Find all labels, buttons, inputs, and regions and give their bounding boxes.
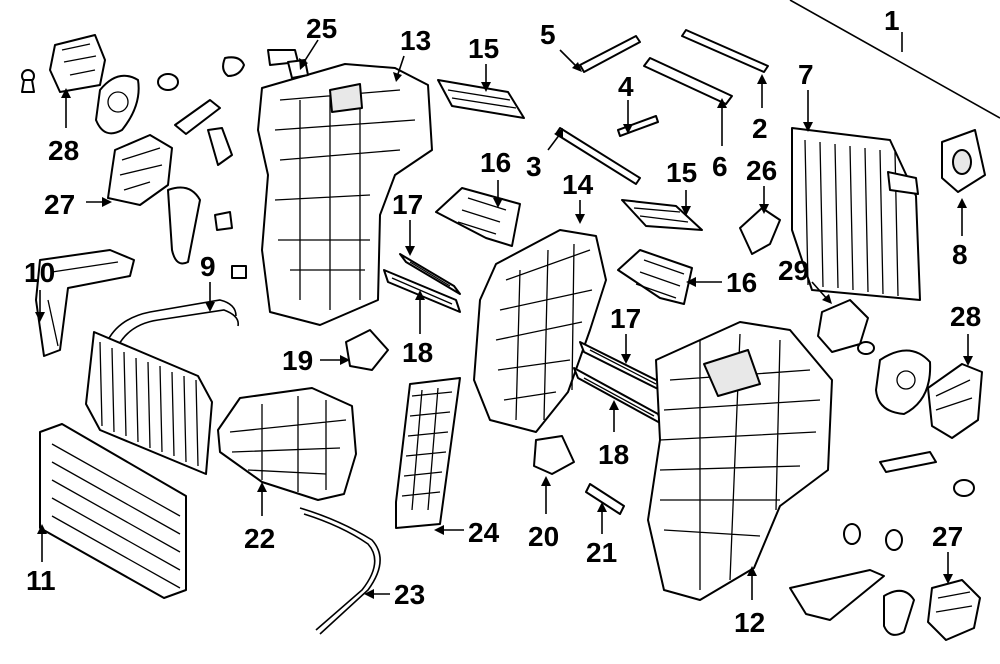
callout-22: 22: [244, 523, 275, 554]
callout-3: 3: [526, 151, 542, 182]
part-actuator-28-right: [857, 341, 983, 439]
callout-20: 20: [528, 521, 559, 552]
part-rods-seals: [555, 29, 769, 185]
callout-18-left: 18: [402, 337, 433, 368]
callout-6: 6: [712, 151, 728, 182]
callout-15-top: 15: [468, 33, 499, 64]
part-pipes-9: [107, 299, 240, 347]
part-drain-hose-23: [299, 507, 381, 635]
callout-28-right: 28: [950, 301, 981, 332]
part-doors-17-18-left: [383, 253, 461, 313]
callout-19: 19: [282, 345, 313, 376]
callout-2: 2: [752, 113, 768, 144]
callout-8: 8: [952, 239, 968, 270]
part-heater-core-11: [85, 331, 213, 475]
part-housing-12: [647, 321, 833, 601]
part-duct-24: [395, 377, 461, 529]
callout-13: 13: [400, 25, 431, 56]
part-actuator-28-left: [21, 34, 106, 93]
part-case-22: [217, 387, 357, 501]
callout-11: 11: [26, 565, 56, 596]
part-doors-17-18-right: [573, 341, 665, 425]
callout-17-right: 17: [610, 303, 641, 334]
assembly-boundary-line: [789, 0, 1000, 119]
part-bracket-26: [739, 207, 781, 255]
callout-23: 23: [394, 579, 425, 610]
part-door-15-top: [437, 79, 525, 119]
callout-10: 10: [24, 257, 55, 288]
callout-16-upper: 16: [480, 147, 511, 178]
callout-24: 24: [468, 517, 500, 548]
part-pipe-10: [35, 249, 135, 357]
callout-21: 21: [586, 537, 617, 568]
part-seal-8: [941, 129, 986, 193]
callout-25: 25: [306, 13, 337, 44]
part-housing-13: [257, 63, 433, 326]
part-shaft-21: [585, 483, 625, 515]
callout-15-right: 15: [666, 157, 697, 188]
callout-27-left: 27: [44, 189, 75, 220]
part-actuator-27-left: [107, 134, 173, 206]
leader-lines: [35, 32, 973, 600]
callout-7: 7: [798, 59, 814, 90]
callout-27-right: 27: [932, 521, 963, 552]
callout-18-right: 18: [598, 439, 629, 470]
part-door-19: [345, 329, 389, 371]
callout-17-left: 17: [392, 189, 423, 220]
part-linkage-pieces-left: [167, 99, 247, 279]
callout-12: 12: [734, 607, 765, 638]
callout-labels: 1 2 3 4 5 6 7 8 9 10 11 12 13 14 15 15 1…: [24, 5, 981, 638]
callout-14: 14: [562, 169, 594, 200]
part-evaporator-7: [791, 127, 921, 301]
part-actuator-27-right: [789, 451, 981, 641]
part-door-20: [533, 435, 575, 475]
callout-28-left: 28: [48, 135, 79, 166]
callout-4: 4: [618, 71, 634, 102]
callout-29: 29: [778, 255, 809, 286]
callout-9: 9: [200, 251, 216, 282]
callout-26: 26: [746, 155, 777, 186]
part-gear-link-left: [95, 49, 299, 135]
callout-1: 1: [884, 5, 900, 36]
callout-16-lower: 16: [726, 267, 757, 298]
part-door-15-right: [621, 199, 703, 231]
callout-5: 5: [540, 19, 556, 50]
part-door-16-upper: [435, 187, 521, 247]
part-door-16-lower: [617, 249, 693, 305]
part-housing-14: [473, 229, 607, 433]
